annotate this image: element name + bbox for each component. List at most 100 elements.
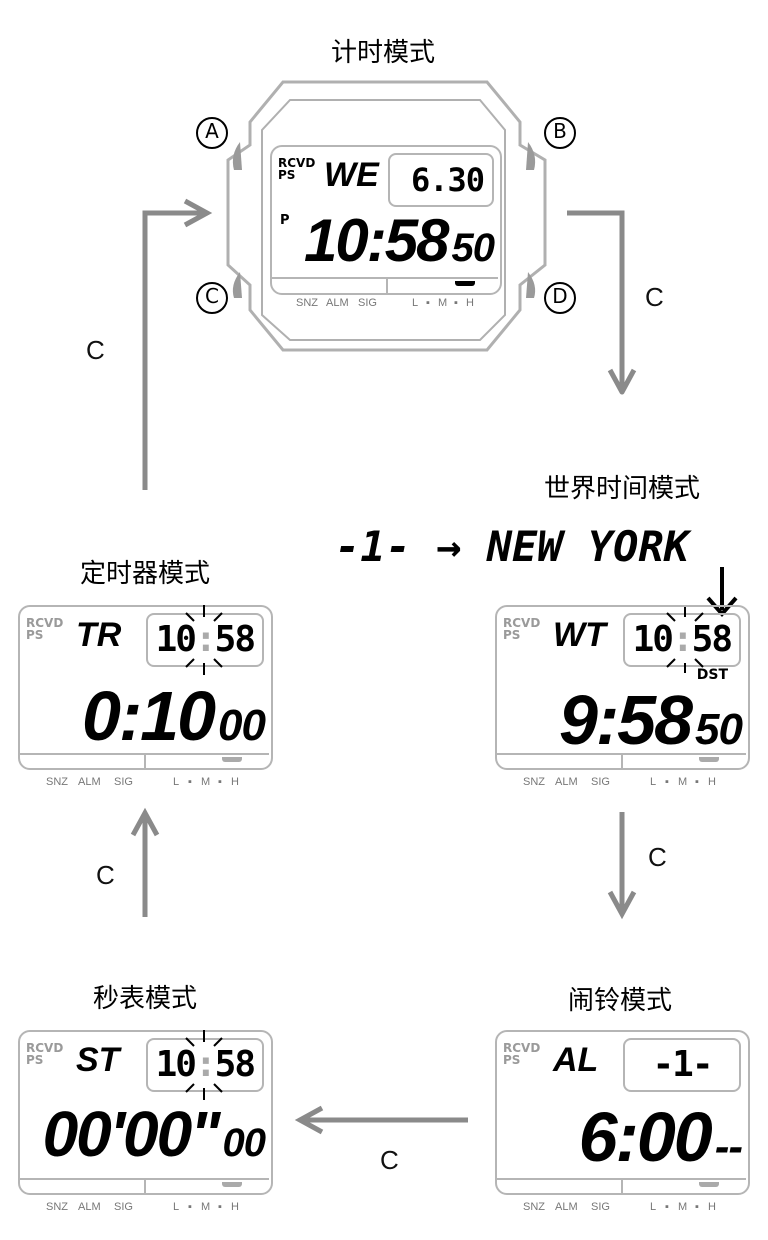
button-d-label[interactable]: D [552, 284, 568, 308]
rcvd-indicator: RCVD [26, 616, 64, 630]
h: H [231, 1201, 239, 1213]
alarm-number: -1- [623, 1038, 741, 1092]
l: L [650, 776, 657, 788]
m: M [678, 1201, 688, 1213]
dot: ▪ [218, 776, 222, 788]
rcvd-indicator: RCVD [503, 1041, 541, 1055]
date: 6.30 [388, 153, 494, 207]
m: M [438, 297, 448, 309]
h: H [466, 297, 474, 309]
hours-minutes: 10:58 [304, 207, 449, 274]
alm: ALM [555, 776, 578, 788]
button-a-label[interactable]: A [205, 119, 219, 143]
sub-colon: : [194, 1044, 217, 1085]
transition-label-to-timekeeping: C [86, 335, 105, 365]
mode-indicator: ST [76, 1041, 120, 1079]
mode-indicator: TR [76, 616, 122, 654]
arrow-to-timekeeping [142, 210, 205, 490]
world-time-title: 世界时间模式 [543, 474, 701, 504]
dot: ▪ [454, 297, 458, 309]
sub-h: 10 [632, 619, 674, 660]
sub-h: 10 [155, 619, 197, 660]
h: H [708, 776, 716, 788]
sig: SIG [591, 776, 610, 788]
rcvd-indicator: RCVD [278, 156, 316, 170]
dst-indicator: DST [696, 667, 728, 683]
snz: SNZ [296, 297, 318, 309]
transition-label-to-timer: C [96, 860, 115, 890]
rcvd-indicator: RCVD [26, 1041, 64, 1055]
mode-indicator: AL [553, 1041, 599, 1079]
city-name: NEW YORK [486, 522, 690, 571]
ps-indicator: PS [503, 1053, 521, 1067]
button-c-label[interactable]: C [205, 284, 219, 308]
button-b-shape [526, 142, 536, 170]
button-a-shape [232, 142, 242, 170]
current-time: 10:58 [146, 613, 264, 667]
sig: SIG [114, 1201, 133, 1213]
alm: ALM [326, 297, 349, 309]
sub-m: 58 [214, 1044, 256, 1085]
sec: 00 [222, 1121, 266, 1165]
stopwatch-title: 秒表模式 [92, 984, 198, 1014]
h: H [231, 776, 239, 788]
main: 00'00" [42, 1098, 221, 1170]
button-b-label[interactable]: B [553, 119, 567, 143]
sig: SIG [591, 1201, 610, 1213]
rcvd-indicator: RCVD [503, 616, 541, 630]
transition-label-to-stopwatch: C [380, 1145, 399, 1175]
ps-indicator: PS [278, 168, 296, 182]
h: H [708, 1201, 716, 1213]
right-arrow-icon: → [436, 522, 462, 571]
mode-indicator: WT [553, 616, 606, 654]
ps-indicator: PS [26, 628, 44, 642]
arrow-to-world-time [567, 210, 625, 390]
button-c-shape [232, 272, 242, 298]
dot: ▪ [188, 776, 192, 788]
button-d-shape [526, 272, 536, 298]
sub-colon: : [194, 619, 217, 660]
main: 9:58 [558, 681, 693, 759]
alarm-title: 闹铃模式 [567, 986, 673, 1016]
dot: ▪ [218, 1201, 222, 1213]
current-time: 10:58 [146, 1038, 264, 1092]
m: M [678, 776, 688, 788]
snz: SNZ [46, 1201, 68, 1213]
snz: SNZ [523, 1201, 545, 1213]
transition-label-to-world: C [645, 282, 664, 312]
sub-m: 58 [214, 619, 256, 660]
alarm-time: 6:00-- [579, 1102, 743, 1172]
seconds: 50 [451, 226, 495, 270]
sub-h: 10 [155, 1044, 197, 1085]
m: M [201, 776, 211, 788]
alm: ALM [78, 1201, 101, 1213]
ps-indicator: PS [26, 1053, 44, 1067]
snz: SNZ [523, 776, 545, 788]
elapsed-time: 00'00"00 [43, 1102, 266, 1166]
dot: ▪ [188, 1201, 192, 1213]
main: 0:10 [81, 677, 216, 755]
l: L [650, 1201, 657, 1213]
dot: ▪ [426, 297, 430, 309]
l: L [412, 297, 419, 309]
watch-buttons [232, 142, 536, 298]
main-time: 9:5850 [559, 685, 743, 755]
countdown-time: 0:1000 [82, 681, 266, 751]
sec: 50 [695, 705, 743, 754]
time-zone-indicator: -1- [335, 522, 411, 571]
dot: ▪ [695, 1201, 699, 1213]
dot: ▪ [665, 776, 669, 788]
city-banner: -1- → NEW YORK [335, 522, 689, 572]
sub-colon: : [671, 619, 694, 660]
l: L [173, 776, 180, 788]
day-of-week: WE [324, 156, 379, 194]
sec: 00 [218, 701, 266, 750]
sub-m: 58 [691, 619, 733, 660]
sig: SIG [114, 776, 133, 788]
transition-label-to-alarm: C [648, 842, 667, 872]
